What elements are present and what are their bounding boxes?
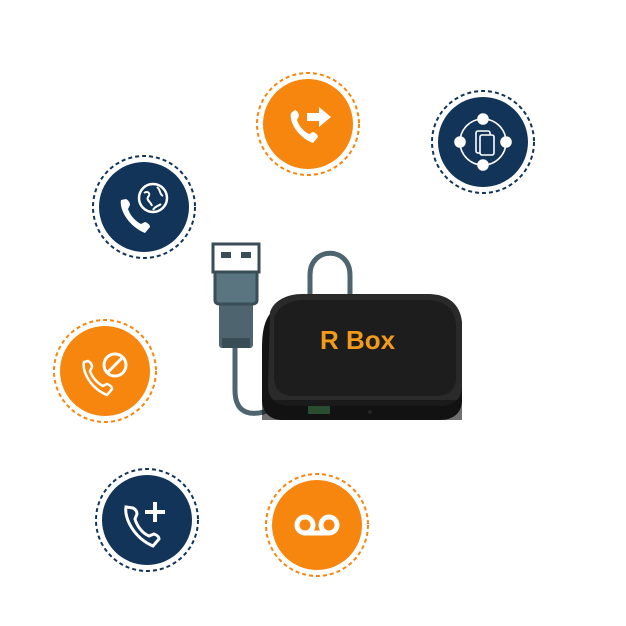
phone-block-icon [82, 352, 128, 397]
voicemail-icon [294, 514, 340, 536]
rbox-device [262, 294, 462, 420]
international-call-badge [91, 154, 197, 260]
phone-add-icon [124, 502, 165, 548]
call-block-badge [52, 318, 158, 424]
add-call-badge [94, 467, 200, 573]
call-forward-badge [255, 71, 361, 177]
phone-forward-icon [290, 107, 331, 143]
voicemail-badge [264, 472, 370, 578]
device-network-badge [430, 89, 536, 195]
rbox-device-illustration [211, 242, 462, 420]
usb-plug [211, 242, 261, 348]
device-network-icon [454, 113, 512, 171]
phone-globe-icon [120, 182, 169, 233]
rbox-label: R Box [320, 325, 396, 355]
